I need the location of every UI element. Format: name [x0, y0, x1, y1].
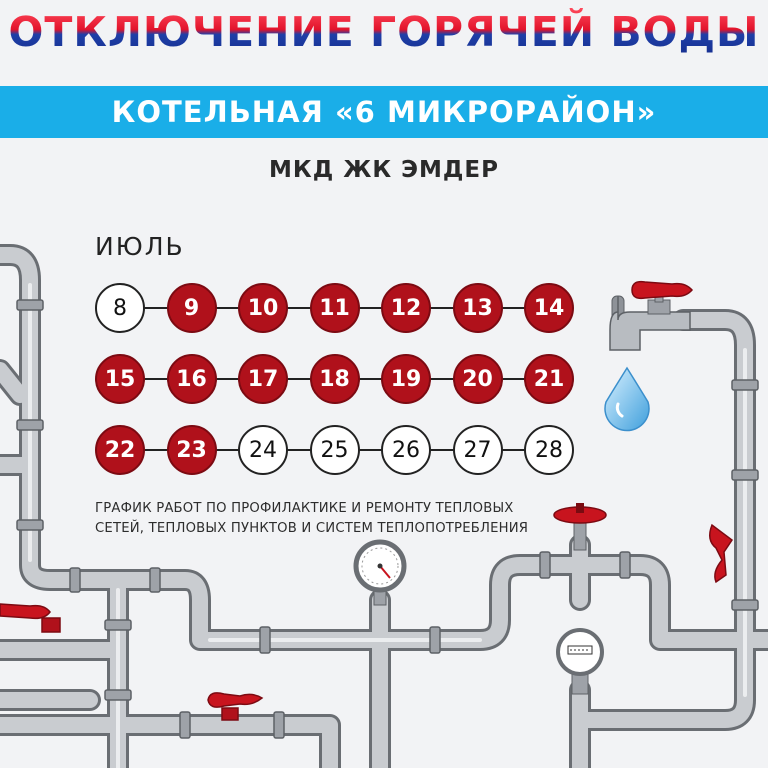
calendar-day-outage: 19: [381, 354, 431, 404]
valve-handle-icon: [553, 503, 607, 551]
calendar-day: 26: [381, 425, 431, 475]
calendar-day-outage: 17: [238, 354, 288, 404]
calendar-day-outage: 23: [166, 425, 217, 475]
water-meter-icon: [556, 628, 604, 695]
calendar-day-outage: 16: [166, 354, 217, 404]
pipe-coupling-icon: [16, 299, 759, 701]
faucet-icon: [609, 286, 691, 351]
calendar-day-outage: 11: [309, 283, 360, 333]
calendar-day: 24: [238, 425, 288, 475]
calendar-day-outage: 18: [309, 354, 360, 404]
building-subtitle: МКД ЖК ЭМДЕР: [269, 157, 499, 183]
schedule-note-line-1: ГРАФИК РАБОТ ПО ПРОФИЛАКТИКЕ И РЕМОНТУ Т…: [95, 501, 514, 516]
calendar-day: 27: [452, 425, 503, 475]
valve-handle-icon: [631, 280, 693, 300]
page-title: ОТКЛЮЧЕНИЕ ГОРЯЧЕЙ ВОДЫ: [0, 8, 768, 56]
calendar-day-outage: 13: [452, 283, 503, 333]
calendar-day-outage: 21: [524, 354, 574, 404]
calendar-day-outage: 15: [95, 354, 145, 404]
calendar-day: 25: [309, 425, 360, 475]
schedule-note-line-2: СЕТЕЙ, ТЕПЛОВЫХ ПУНКТОВ И СИСТЕМ ТЕПЛОПО…: [95, 521, 529, 536]
month-label: ИЮЛЬ: [95, 232, 185, 261]
calendar-day: 28: [524, 425, 574, 475]
pipe-coupling-icon: [179, 711, 285, 739]
calendar-day-outage: 14: [524, 283, 574, 333]
schedule-note: ГРАФИК РАБОТ ПО ПРОФИЛАКТИКЕ И РЕМОНТУ Т…: [95, 499, 565, 539]
calendar-day: 8: [95, 283, 145, 333]
calendar-day-outage: 22: [95, 425, 145, 475]
calendar-day-outage: 10: [238, 283, 288, 333]
calendar-day-outage: 9: [166, 283, 217, 333]
banner-text: КОТЕЛЬНАЯ «6 МИКРОРАЙОН»: [111, 95, 657, 129]
pressure-gauge-icon: [353, 539, 407, 606]
boiler-banner: КОТЕЛЬНАЯ «6 МИКРОРАЙОН»: [0, 86, 768, 138]
calendar-day-outage: 12: [381, 283, 431, 333]
water-drop-icon: [604, 366, 650, 432]
valve-handle-icon: [0, 603, 264, 721]
calendar-day-outage: 20: [452, 354, 503, 404]
valve-handle-icon: [709, 523, 734, 584]
